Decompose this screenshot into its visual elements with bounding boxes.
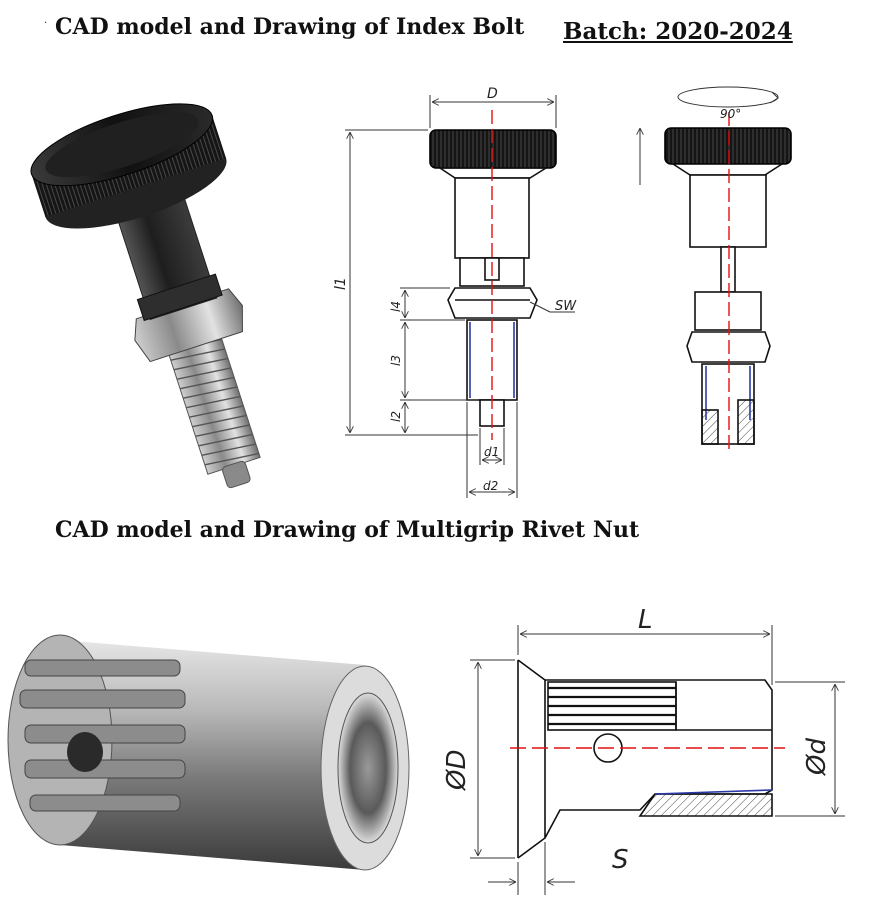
dim-label-d2: d2 [483,479,498,493]
dim-label-l1: l1 [333,277,349,290]
stray-dot: · [44,18,48,29]
rotation-label: 90° [720,107,741,121]
dim-label-S: S [612,845,629,875]
dim-label-L: L [638,605,653,635]
index-bolt-drawing-rotated [640,86,792,450]
dim-label-l3: l3 [389,355,403,366]
dim-label-D: D [487,86,498,102]
rivet-nut-3d-model [7,634,410,871]
dim-label-diameter-D: ØD [442,750,472,792]
rivet-nut-title: CAD model and Drawing of Multigrip Rivet… [55,517,640,543]
rivet-nut-drawing [510,659,785,859]
dim-label-d1: d1 [484,445,499,459]
batch-label: Batch: 2020-2024 [563,18,793,45]
index-bolt-3d-model [30,103,261,489]
rivet-nut-dimensions [470,625,845,895]
dim-label-l4: l4 [389,301,403,312]
index-bolt-dim-labels: D l1 l4 l3 l2 SW d1 d2 [333,86,577,493]
index-bolt-drawing-front [429,110,557,440]
dim-label-l2: l2 [389,411,403,422]
index-bolt-dimensions [345,95,575,498]
dim-label-diameter-d: Ød [802,738,832,776]
index-bolt-title: CAD model and Drawing of Index Bolt [55,14,525,40]
rivet-nut-dim-labels: L ØD Ød S [442,605,832,875]
dim-label-SW: SW [555,299,577,314]
